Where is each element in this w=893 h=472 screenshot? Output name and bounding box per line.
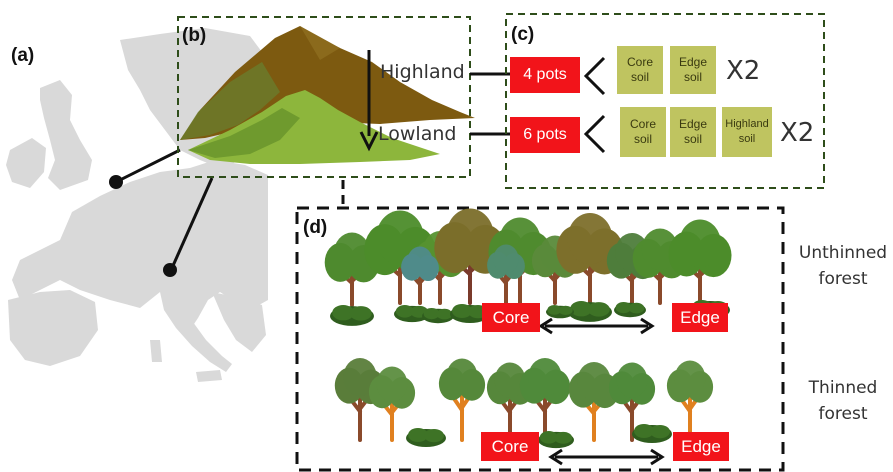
- bush-icon: [406, 428, 446, 447]
- thinned-forest-trees: [334, 358, 714, 449]
- panel-d-label: (d): [303, 217, 328, 238]
- tree-icon: [401, 246, 439, 305]
- unthinned-edge-box: Edge: [672, 303, 728, 332]
- unthinned-forest-trees: [324, 208, 732, 326]
- lowland-highland-soil-line1: Highland: [725, 118, 769, 130]
- thinned-forest-label: Thinned forest: [796, 375, 890, 427]
- tree-icon: [666, 360, 714, 442]
- lowland-highland-soil-box: Highland soil: [722, 107, 772, 157]
- core-edge-arrow-unthinned: [538, 317, 655, 335]
- unthinned-edge-label: Edge: [680, 307, 720, 327]
- lowland-highland-soil-line2: soil: [738, 133, 756, 145]
- panel-b-frame: [177, 16, 471, 178]
- unthinned-forest-label-line2: forest: [818, 269, 868, 289]
- core-edge-arrow-thinned: [548, 448, 665, 466]
- lowland-core-soil-line1: Core: [629, 117, 656, 131]
- thinned-core-box: Core: [481, 432, 539, 461]
- thinned-edge-box: Edge: [673, 432, 729, 461]
- site-marker-south: [163, 263, 177, 277]
- thinned-forest-label-line2: forest: [818, 404, 868, 424]
- lowland-multiplier: X2: [780, 118, 815, 148]
- highland-pots-label: 4 pots: [523, 66, 567, 83]
- unthinned-core-label: Core: [492, 307, 530, 327]
- lowland-edge-soil-line1: Edge: [678, 117, 708, 131]
- unthinned-forest-label-line1: Unthinned: [798, 243, 888, 263]
- panel-a-label: (a): [11, 45, 35, 66]
- bush-icon: [632, 424, 672, 443]
- lowland-edge-soil-line2: soil: [683, 132, 702, 146]
- unthinned-core-box: Core: [482, 303, 540, 332]
- highland-core-soil-line2: soil: [630, 70, 649, 84]
- tree-icon: [368, 366, 416, 442]
- lowland-pots-label: 6 pots: [523, 126, 567, 143]
- thinned-forest-label-line1: Thinned: [808, 378, 878, 398]
- bush-icon: [568, 301, 612, 322]
- panel-d-frame: [295, 206, 785, 472]
- bush-icon: [538, 431, 574, 449]
- lowland-core-soil-line2: soil: [633, 132, 652, 146]
- lowland-label: Lowland: [378, 123, 457, 145]
- tree-icon: [556, 213, 624, 305]
- lowland-split-chevron: [583, 114, 606, 154]
- panel-b-label: (b): [182, 25, 207, 46]
- unthinned-forest-label: Unthinned forest: [796, 240, 890, 292]
- tree-icon: [668, 219, 732, 305]
- thinned-core-label: Core: [491, 436, 529, 456]
- bush-icon: [614, 302, 646, 318]
- lowland-mountain: [188, 90, 440, 164]
- tree-icon: [434, 208, 506, 305]
- tree-icon: [568, 362, 620, 442]
- elevation-arrow: [359, 50, 379, 152]
- panel-c-label: (c): [511, 24, 535, 45]
- panel-c-frame: [505, 13, 825, 189]
- tree-icon: [519, 358, 571, 442]
- lowland-pots-box: 6 pots: [510, 117, 580, 153]
- highland-split-chevron: [583, 56, 606, 96]
- highland-pots-box: 4 pots: [510, 57, 580, 93]
- highland-multiplier: X2: [726, 56, 761, 86]
- site-marker-north: [109, 175, 123, 189]
- highland-mountain: [180, 26, 475, 140]
- tree-icon: [608, 362, 656, 442]
- tree-icon: [487, 244, 525, 305]
- thinned-edge-label: Edge: [681, 436, 721, 456]
- site-markers: [109, 148, 214, 277]
- tree-icon: [438, 358, 486, 442]
- bush-icon: [546, 305, 574, 319]
- highland-core-soil-line1: Core: [626, 55, 653, 69]
- bush-icon: [422, 308, 454, 324]
- highland-label: Highland: [380, 61, 465, 83]
- highland-edge-soil-line1: Edge: [678, 55, 708, 69]
- highland-edge-soil-line2: soil: [683, 70, 702, 84]
- bush-icon: [330, 305, 374, 326]
